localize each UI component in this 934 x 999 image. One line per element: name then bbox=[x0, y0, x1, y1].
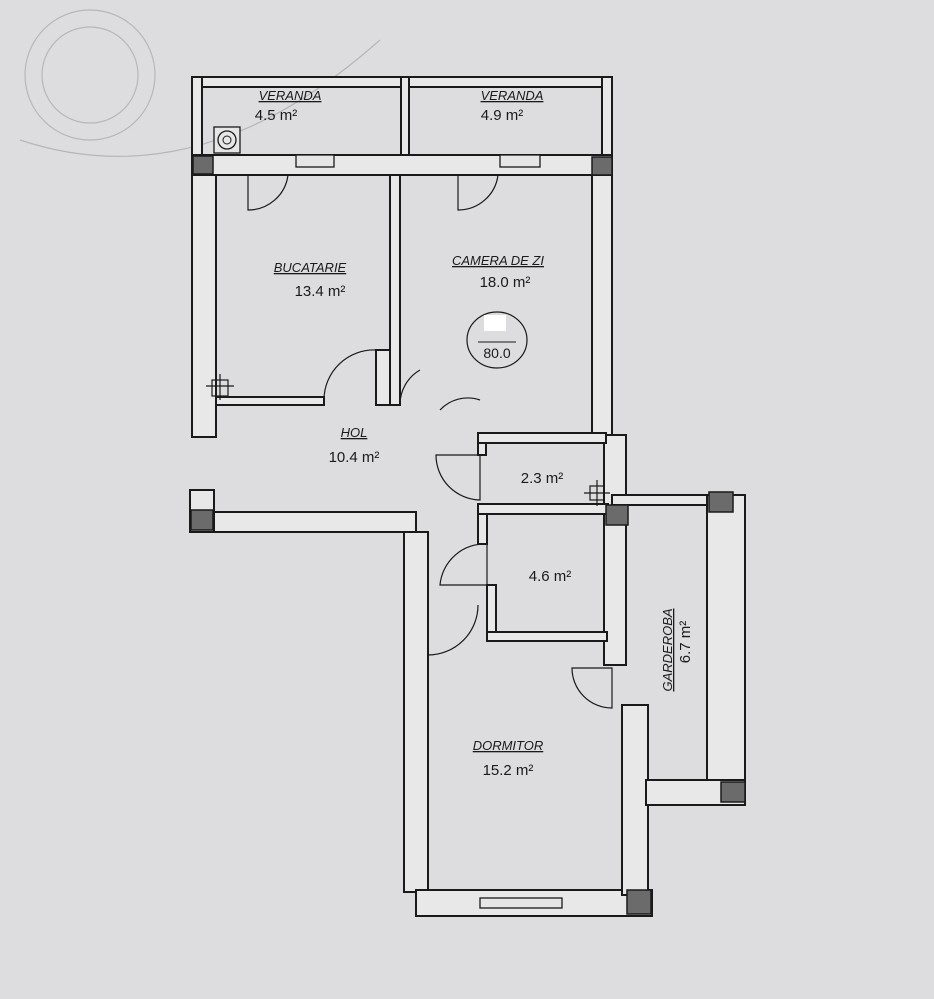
room-name: CAMERA DE ZI bbox=[452, 253, 544, 268]
room-name: VERANDA bbox=[259, 88, 322, 103]
room-hol: HOL 10.4 m² bbox=[329, 425, 380, 466]
room-name: BUCATARIE bbox=[274, 260, 347, 275]
room-area: 13.4 m² bbox=[295, 283, 346, 300]
doors bbox=[247, 174, 613, 709]
hatched-columns bbox=[190, 155, 746, 915]
room-baie: 4.6 m² bbox=[529, 568, 572, 585]
room-area: 4.5 m² bbox=[255, 107, 298, 124]
room-garderoba: GARDEROBA 6.7 m² bbox=[660, 608, 694, 691]
room-area: 2.3 m² bbox=[521, 470, 564, 487]
room-area: 18.0 m² bbox=[480, 274, 531, 291]
total-area-value: 80.0 bbox=[483, 345, 510, 361]
boiler-icon bbox=[213, 126, 241, 154]
room-baie-mica: 2.3 m² bbox=[521, 470, 564, 487]
room-dormitor: DORMITOR 15.2 m² bbox=[473, 738, 544, 779]
room-area: 10.4 m² bbox=[329, 449, 380, 466]
room-area: 6.7 m² bbox=[677, 621, 694, 664]
room-name: DORMITOR bbox=[473, 738, 544, 753]
room-area: 4.6 m² bbox=[529, 568, 572, 585]
vent-crosshair-icon-2 bbox=[584, 480, 610, 506]
room-area: 4.9 m² bbox=[481, 107, 524, 124]
vent-crosshair-icon bbox=[206, 374, 234, 400]
room-area: 15.2 m² bbox=[483, 762, 534, 779]
room-name: VERANDA bbox=[481, 88, 544, 103]
room-veranda-left: VERANDA 4.5 m² bbox=[255, 88, 322, 124]
room-name: GARDEROBA bbox=[660, 608, 675, 691]
room-veranda-right: VERANDA 4.9 m² bbox=[481, 88, 544, 124]
windows bbox=[295, 154, 563, 909]
room-bucatarie: BUCATARIE 13.4 m² bbox=[274, 260, 347, 300]
total-area-marker: 80.0 bbox=[466, 311, 528, 369]
room-name: HOL bbox=[341, 425, 368, 440]
room-camera-de-zi: CAMERA DE ZI 18.0 m² bbox=[452, 253, 544, 291]
